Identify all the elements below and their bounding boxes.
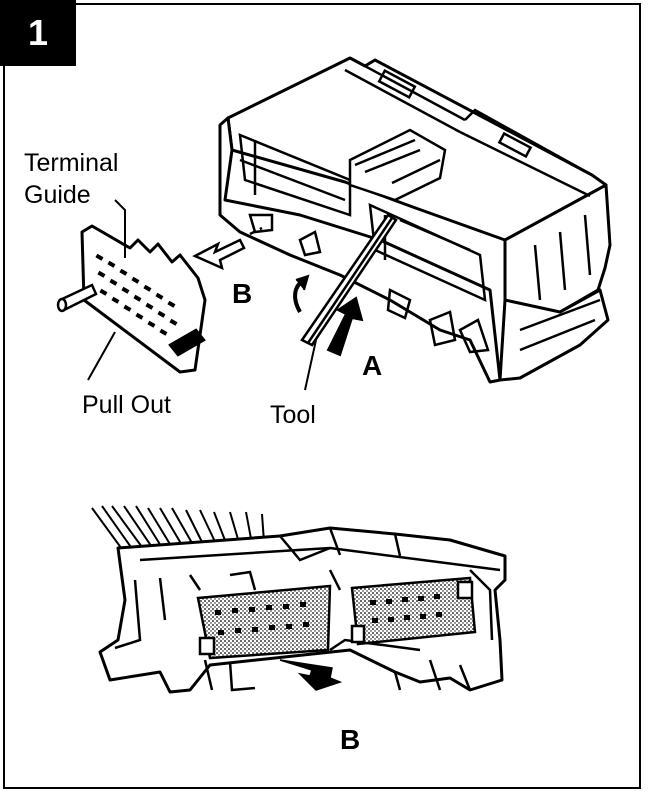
guide-label: Guide [24,181,91,209]
figure-number-badge: 1 [0,0,76,66]
tool-label: Tool [270,401,316,429]
arrow-a-label: A [362,350,383,381]
leader-lines [87,199,317,391]
arrow-a [326,296,364,357]
lower-terminal-guides [196,576,477,660]
view-b-label: B [340,724,361,755]
lower-guide-holes [215,594,442,635]
terminal-guide-pins [56,283,206,357]
terminal-guide-holes [95,253,178,336]
lower-connector-details [114,527,501,692]
push-arrow [279,659,343,691]
pull-out-label: Pull Out [82,391,171,419]
tool-blade [300,213,398,347]
arrow-b [192,226,263,271]
curved-arrow [293,274,310,313]
terminal-guide [80,224,207,374]
arrow-b-label: B [232,278,253,309]
terminal-label: Terminal [24,149,119,177]
figure-frame [3,3,641,789]
upper-connector-details [238,56,601,354]
